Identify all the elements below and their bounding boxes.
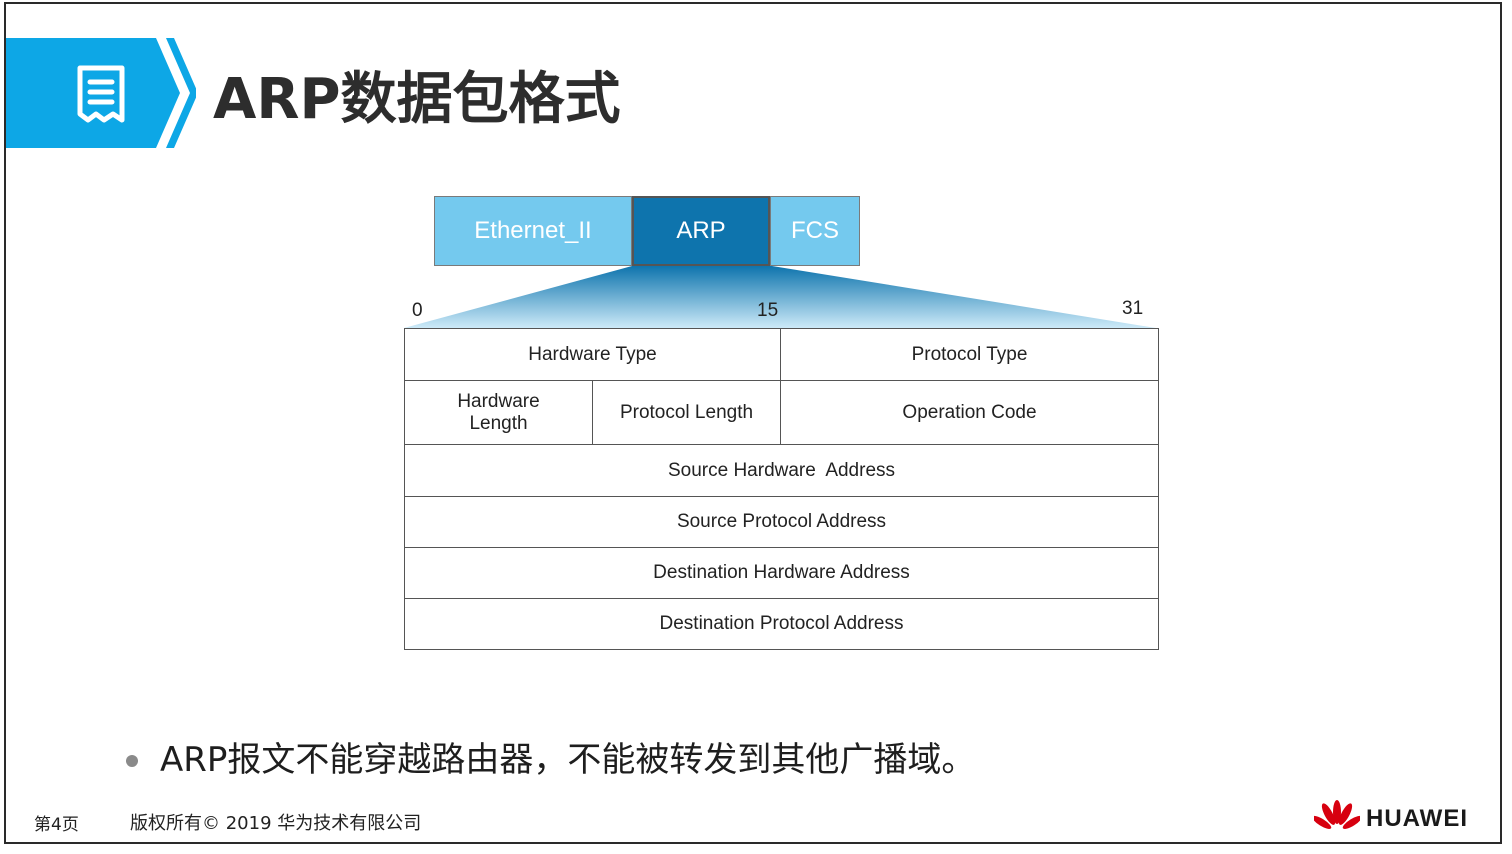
bullet-text: ARP报文不能穿越路由器，不能被转发到其他广播域。 — [160, 740, 976, 780]
bullet-dot — [126, 754, 138, 767]
field-operation-code: Operation Code — [780, 380, 1159, 445]
bit-label-middle: 15 — [757, 300, 779, 321]
copyright-text: 版权所有© 2019 华为技术有限公司 — [130, 813, 422, 834]
field-protocol-type: Protocol Type — [780, 328, 1159, 381]
page-number: 第4页 — [34, 815, 79, 835]
ethernet-frame: Ethernet_II ARP FCS — [434, 196, 860, 268]
table-row: Source Protocol Address — [404, 496, 1159, 548]
table-row: Source Hardware Address — [404, 444, 1159, 497]
field-hardware-type: Hardware Type — [404, 328, 781, 381]
bit-label-start: 0 — [412, 300, 423, 321]
field-protocol-length: Protocol Length — [592, 380, 781, 445]
arp-format-table: Hardware Type Protocol Type Hardware Len… — [404, 328, 1159, 650]
title-banner — [6, 38, 196, 148]
table-row: Hardware Type Protocol Type — [404, 328, 1159, 381]
arp-expansion-funnel — [404, 266, 1156, 328]
field-destination-protocol-address: Destination Protocol Address — [404, 598, 1159, 650]
frame-segment-fcs: FCS — [770, 196, 860, 266]
slide: ARP数据包格式 Ethernet_II ARP FCS 0 15 31 Har… — [4, 2, 1502, 844]
page-title: ARP数据包格式 — [213, 67, 621, 132]
bit-label-end: 31 — [1122, 298, 1144, 319]
bullet-point: ARP报文不能穿越路由器，不能被转发到其他广播域。 — [126, 732, 975, 781]
frame-segment-ethernet: Ethernet_II — [434, 196, 632, 266]
field-destination-hardware-address: Destination Hardware Address — [404, 547, 1159, 599]
huawei-logo: HUAWEI — [1314, 800, 1468, 838]
field-source-protocol-address: Source Protocol Address — [404, 496, 1159, 548]
table-row: Destination Hardware Address — [404, 547, 1159, 599]
huawei-petal-logo-icon — [1314, 800, 1360, 830]
table-row: Destination Protocol Address — [404, 598, 1159, 650]
logo-text: HUAWEI — [1366, 805, 1468, 832]
frame-segment-arp: ARP — [632, 196, 770, 266]
field-source-hardware-address: Source Hardware Address — [404, 444, 1159, 497]
document-list-icon — [77, 65, 125, 123]
table-row: Hardware Length Protocol Length Operatio… — [404, 380, 1159, 445]
field-hardware-length: Hardware Length — [404, 380, 593, 445]
